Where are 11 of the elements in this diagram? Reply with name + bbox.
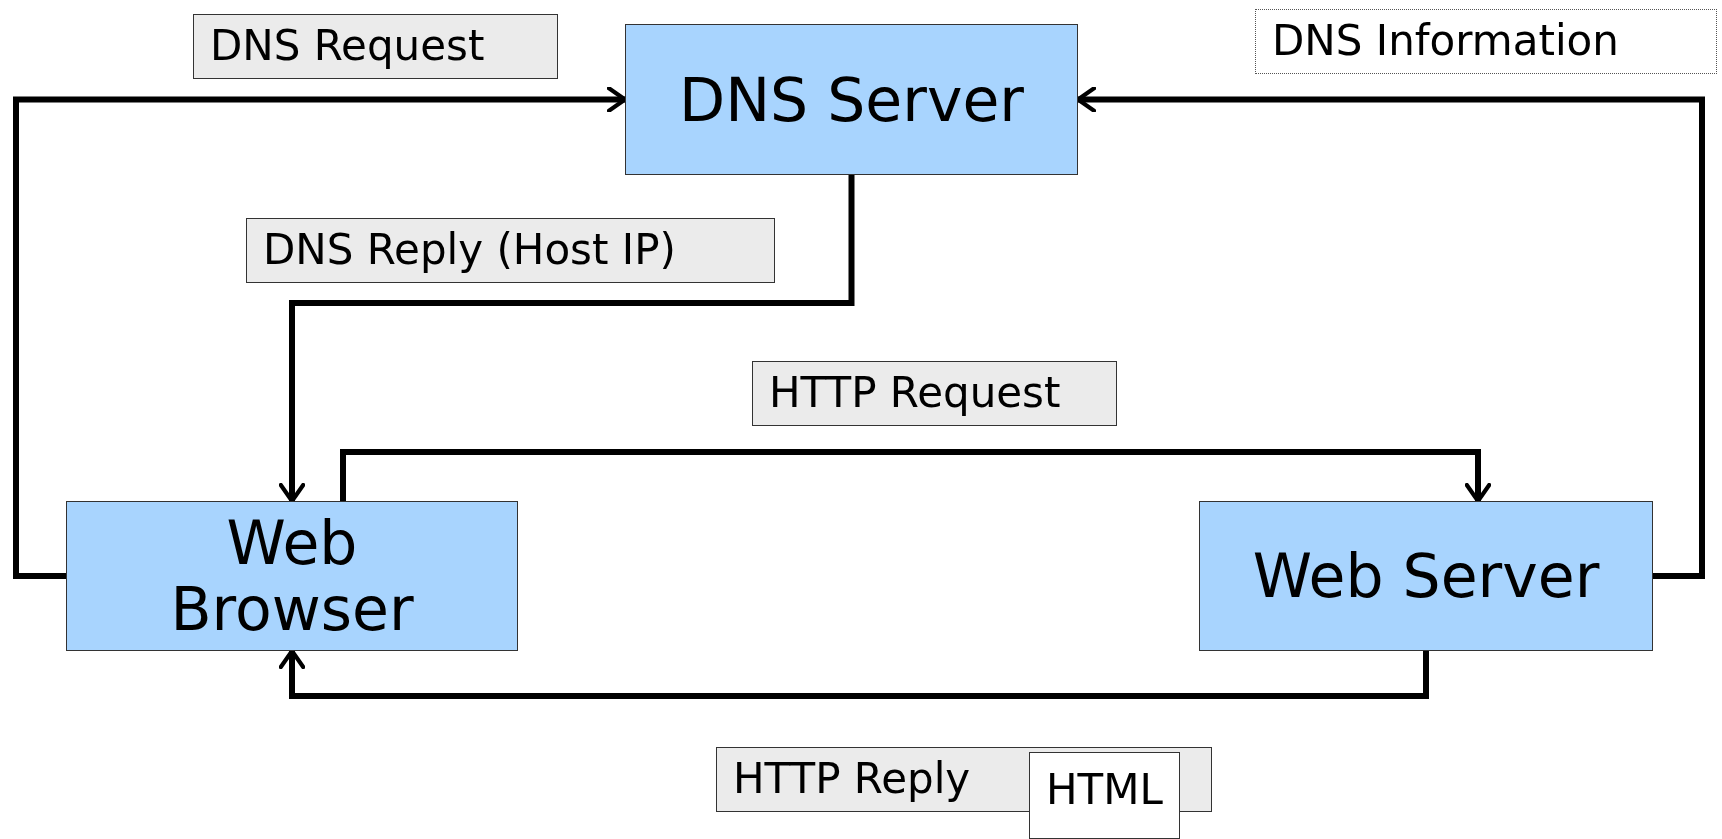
process-box bbox=[66, 501, 518, 651]
node-label: Web Server bbox=[1252, 543, 1600, 609]
node-label: Web Browser bbox=[169, 510, 415, 642]
edge-label: DNS Information bbox=[1255, 9, 1717, 74]
note-label: HTML bbox=[1029, 752, 1180, 839]
process-box bbox=[625, 24, 1078, 175]
edge-label: HTTP Request bbox=[752, 361, 1117, 426]
process-box bbox=[1199, 501, 1653, 651]
node-label: DNS Server bbox=[679, 66, 1024, 133]
edge-label: DNS Reply (Host IP) bbox=[246, 218, 775, 283]
edge-label: DNS Request bbox=[193, 14, 558, 79]
